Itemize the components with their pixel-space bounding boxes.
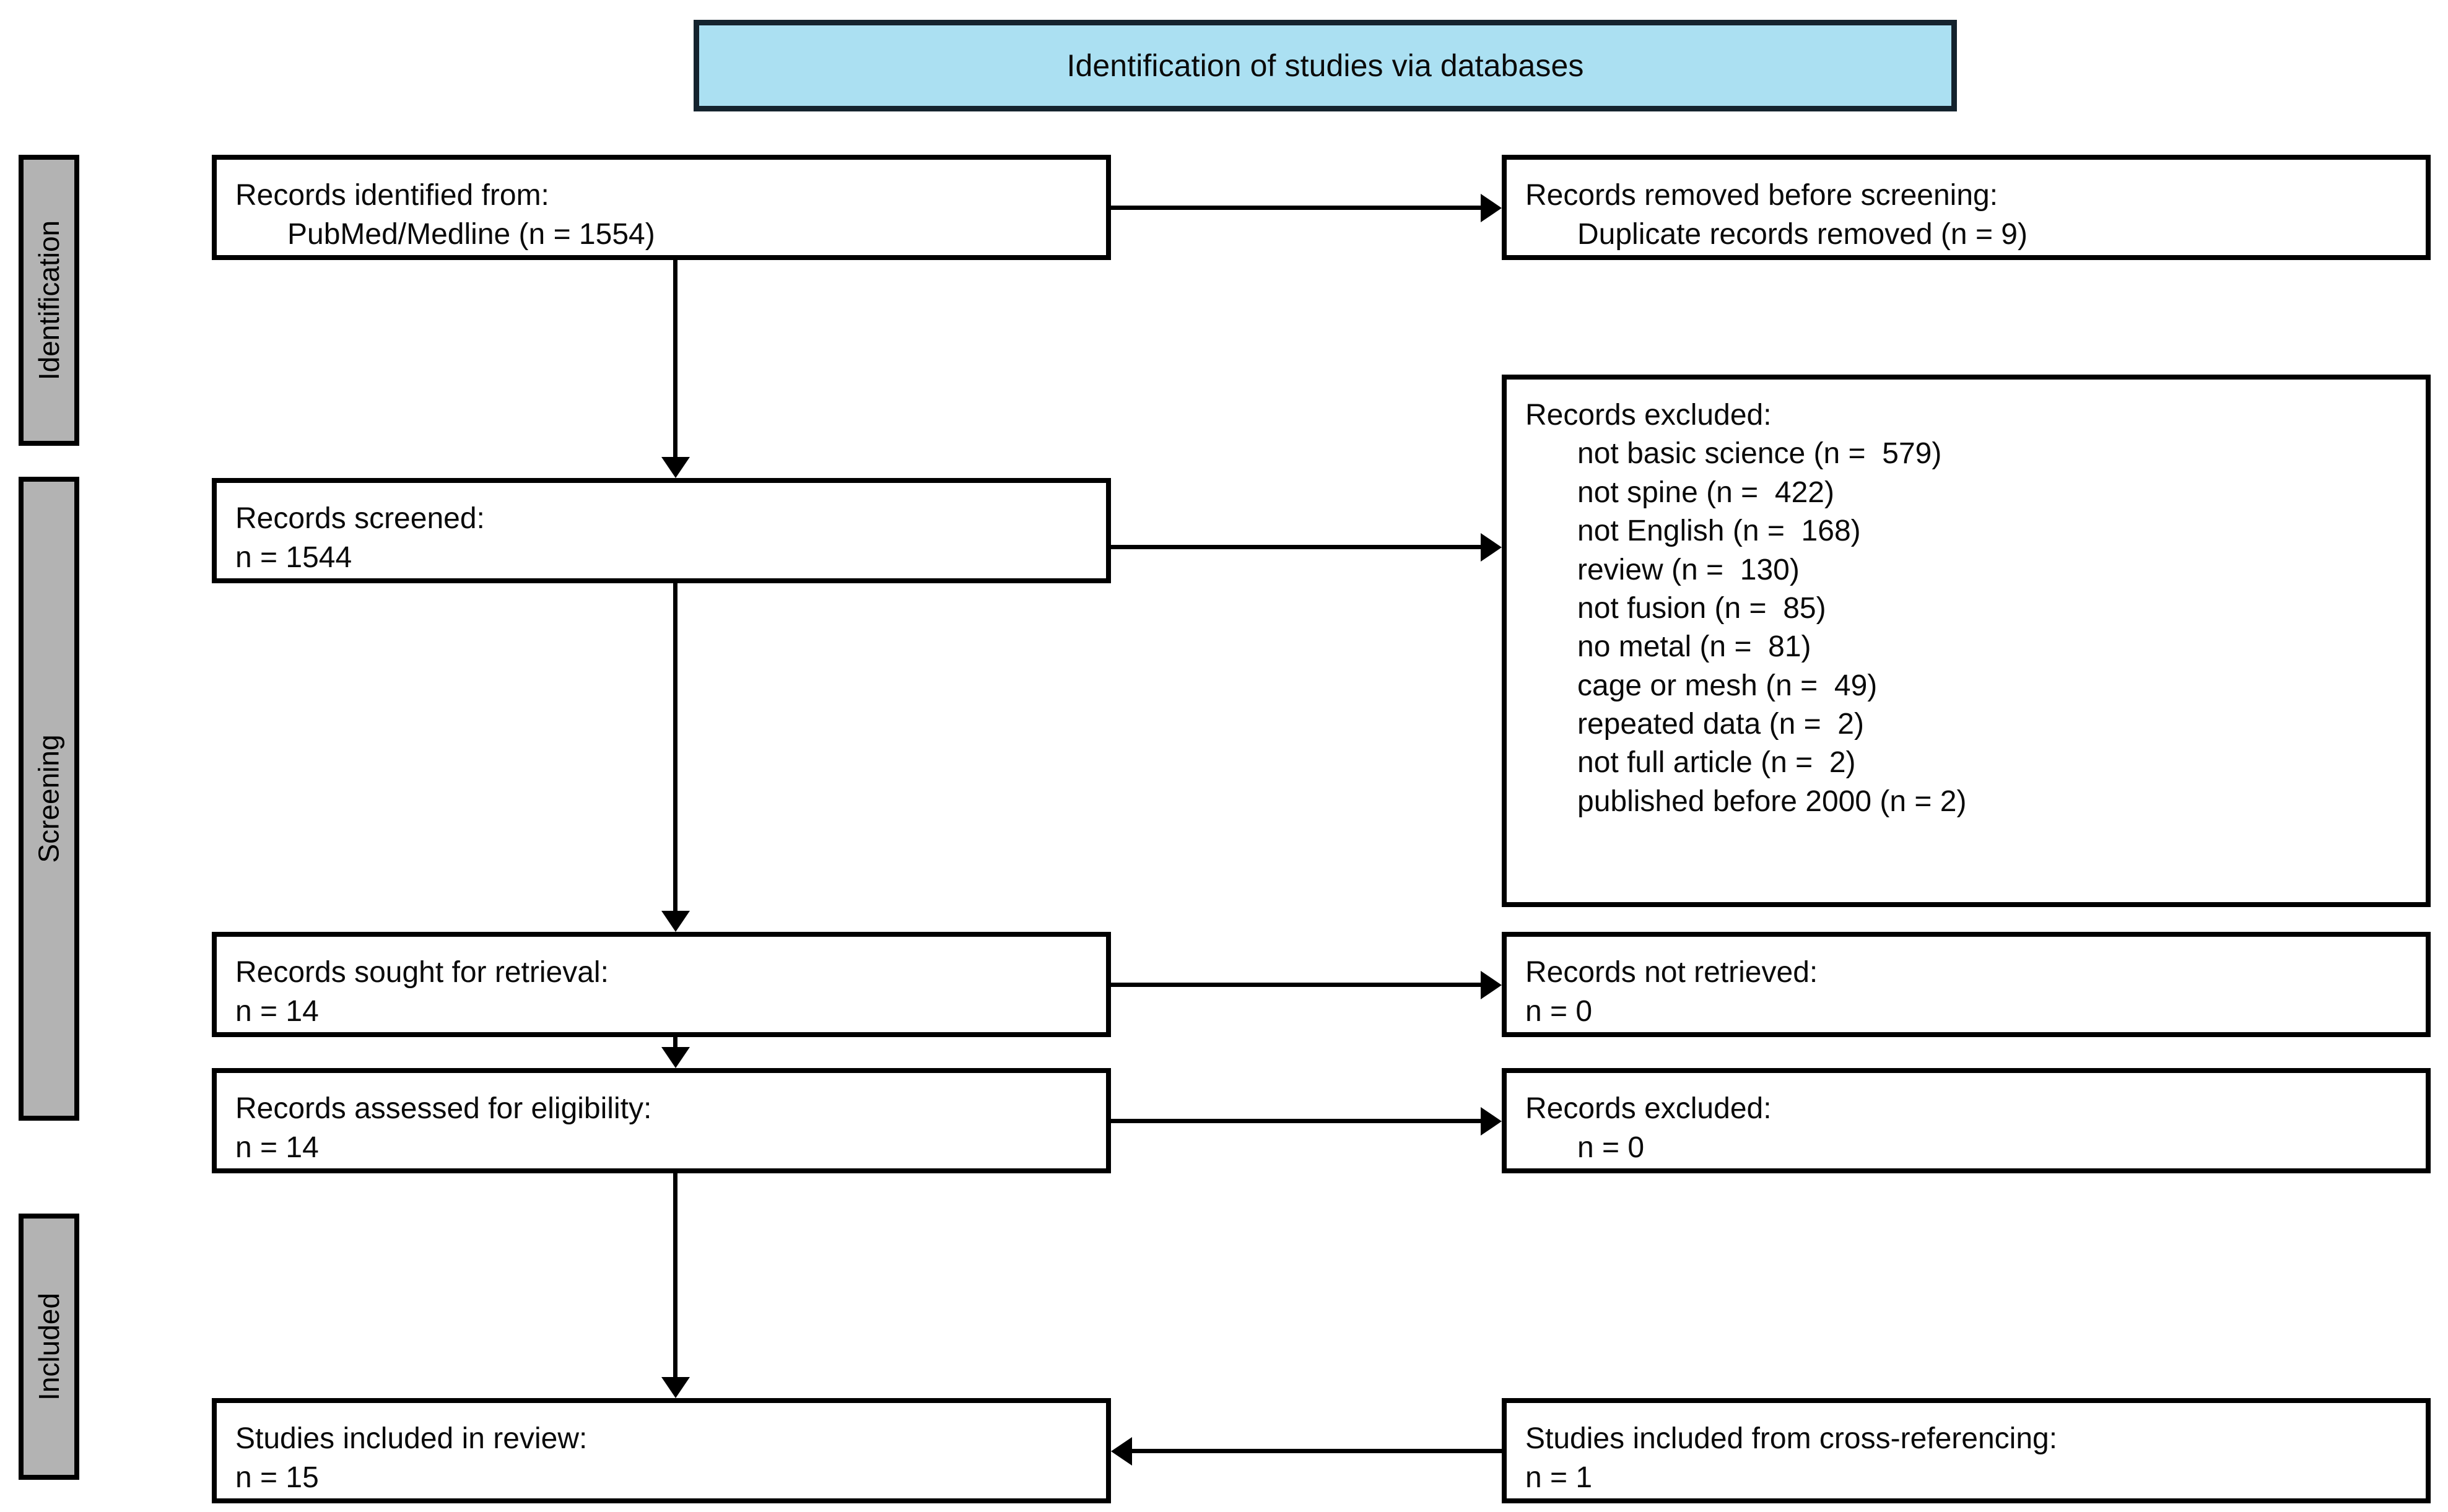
stage-bar-identification: Identification: [19, 155, 79, 446]
box-records-removed-before-screening: Records removed before screening: Duplic…: [1502, 155, 2431, 260]
arrowhead-identified-to-screened: [661, 457, 690, 478]
arrowhead-sought-to-assessed: [661, 1047, 690, 1068]
arrowhead-sought-to-not-retrieved: [1481, 971, 1502, 999]
records-removed-detail: Duplicate records removed (n = 9): [1577, 218, 2028, 251]
stage-label-screening: Screening: [33, 734, 66, 863]
arrowhead-screened-to-excluded: [1481, 533, 1502, 562]
excluded-reason-item: published before 2000 (n = 2): [1577, 784, 1967, 818]
excluded-reason-item: not fusion (n = 85): [1577, 591, 1826, 625]
studies-included-title: Studies included in review:: [235, 1422, 588, 1455]
records-assessed-title: Records assessed for eligibility:: [235, 1092, 652, 1125]
connector-identified-to-screened: [673, 259, 677, 457]
records-assessed-count: n = 14: [235, 1131, 319, 1165]
excluded-reason-item: not basic science (n = 579): [1577, 437, 1942, 471]
excluded-reason-item: review (n = 130): [1577, 553, 1800, 586]
studies-included-count: n = 15: [235, 1461, 319, 1495]
records-not-retrieved-count: n = 0: [1525, 995, 1593, 1028]
records-screened-title: Records screened:: [235, 502, 485, 535]
header-banner: Identification of studies via databases: [694, 20, 1957, 111]
connector-screened-to-sought: [673, 582, 677, 911]
excluded-reason-item: not English (n = 168): [1577, 515, 1861, 548]
header-title: Identification of studies via databases: [1066, 48, 1584, 83]
excluded-reason-item: no metal (n = 81): [1577, 630, 1811, 664]
connector-sought-to-assessed: [673, 1036, 677, 1047]
box-studies-from-cross-referencing: Studies included from cross-referencing:…: [1502, 1398, 2431, 1503]
records-sought-title: Records sought for retrieval:: [235, 956, 609, 989]
studies-cross-ref-count: n = 1: [1525, 1461, 1593, 1495]
connector-sought-to-not-retrieved: [1111, 983, 1481, 987]
stage-bar-included: Included: [19, 1214, 79, 1480]
records-not-retrieved-title: Records not retrieved:: [1525, 956, 1818, 989]
stage-label-included: Included: [33, 1293, 66, 1401]
connector-assessed-to-excluded: [1111, 1119, 1481, 1123]
arrowhead-assessed-to-included: [661, 1377, 690, 1398]
records-screened-count: n = 1544: [235, 541, 352, 575]
excluded-reason-item: repeated data (n = 2): [1577, 708, 1864, 741]
records-excluded-eligibility-title: Records excluded:: [1525, 1092, 1772, 1125]
connector-identified-to-removed: [1111, 206, 1481, 210]
stage-bar-screening: Screening: [19, 477, 79, 1121]
box-studies-included-in-review: Studies included in review: n = 15: [212, 1398, 1111, 1503]
excluded-reason-item: not spine (n = 422): [1577, 476, 1834, 509]
box-records-assessed-for-eligibility: Records assessed for eligibility: n = 14: [212, 1068, 1111, 1173]
connector-screened-to-excluded: [1111, 545, 1481, 549]
box-records-excluded-eligibility: Records excluded: n = 0: [1502, 1068, 2431, 1173]
box-records-sought-for-retrieval: Records sought for retrieval: n = 14: [212, 932, 1111, 1037]
stage-label-identification: Identification: [33, 220, 65, 381]
excluded-reason-item: not full article (n = 2): [1577, 746, 1856, 780]
connector-crossref-to-included: [1132, 1449, 1502, 1453]
records-identified-detail: PubMed/Medline (n = 1554): [287, 218, 655, 251]
records-identified-title: Records identified from:: [235, 179, 549, 212]
studies-cross-ref-title: Studies included from cross-referencing:: [1525, 1422, 2058, 1455]
arrowhead-screened-to-sought: [661, 911, 690, 932]
box-records-screened: Records screened: n = 1544: [212, 478, 1111, 583]
arrowhead-identified-to-removed: [1481, 194, 1502, 222]
arrowhead-assessed-to-excluded: [1481, 1107, 1502, 1136]
records-removed-title: Records removed before screening:: [1525, 179, 1998, 212]
box-records-not-retrieved: Records not retrieved: n = 0: [1502, 932, 2431, 1037]
records-excluded-screening-title: Records excluded:: [1525, 399, 1772, 432]
records-sought-count: n = 14: [235, 995, 319, 1028]
excluded-reason-item: cage or mesh (n = 49): [1577, 669, 1878, 702]
arrowhead-crossref-to-included: [1111, 1437, 1132, 1466]
connector-assessed-to-included: [673, 1172, 677, 1377]
box-records-excluded-screening: Records excluded: not basic science (n =…: [1502, 375, 2431, 907]
box-records-identified: Records identified from: PubMed/Medline …: [212, 155, 1111, 260]
records-excluded-eligibility-count: n = 0: [1577, 1131, 1645, 1165]
